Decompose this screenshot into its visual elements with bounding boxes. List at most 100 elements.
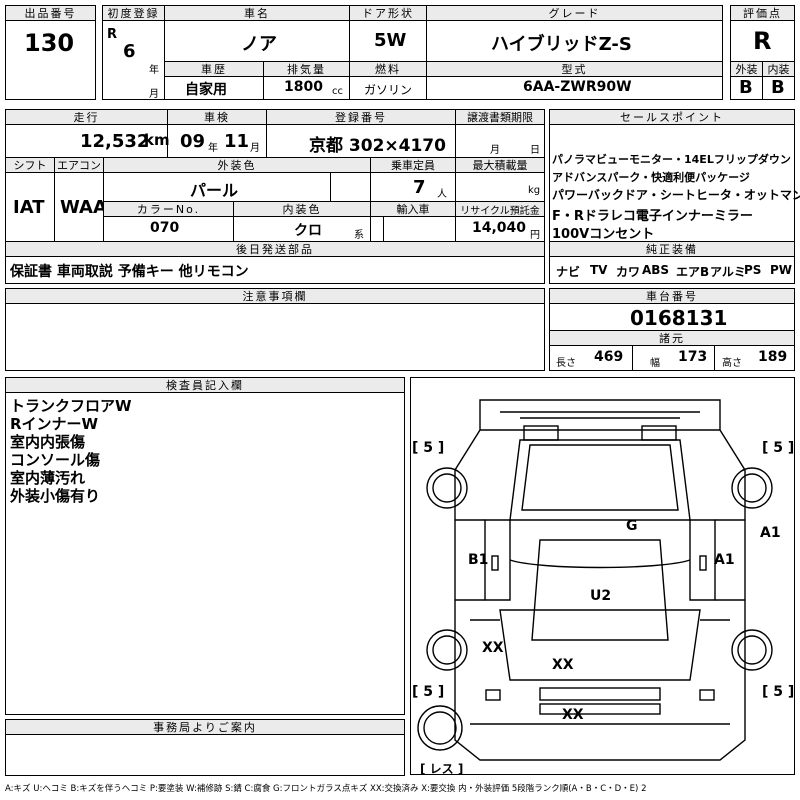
equip-tv: TV bbox=[590, 263, 608, 277]
capacity-header: 乗車定員 bbox=[370, 157, 456, 173]
tire-rear-right: [ 5 ] bbox=[762, 684, 795, 700]
sales-points-cell: パノラマビューモニター・14ELフリップダウン アドバンスパーク・快適利便パッケ… bbox=[549, 124, 800, 242]
sales-line: 100Vコンセント bbox=[552, 227, 655, 242]
tire-value: レス bbox=[429, 762, 454, 776]
int-color-cell: クロ 系 bbox=[233, 216, 371, 242]
rating: R bbox=[753, 27, 772, 55]
year-unit: 年 bbox=[149, 65, 159, 76]
ac-cell: WAA bbox=[54, 172, 107, 242]
legend: A:キズ U:ヘコミ B:キズを伴うヘコミ P:要塗装 W:補修跡 S:錆 C:… bbox=[5, 784, 647, 794]
sales-line: アドバンスパーク・快適利便パッケージ bbox=[552, 171, 750, 184]
mileage-unit: km bbox=[144, 131, 170, 149]
inspector-header: 検査員記入欄 bbox=[5, 377, 405, 393]
equip-alloy: アルミ bbox=[710, 265, 746, 279]
load-header: 最大積載量 bbox=[455, 157, 545, 173]
damage-mark: A1 bbox=[760, 525, 781, 541]
inspector-line: コンソール傷 bbox=[10, 451, 101, 469]
exterior-cell: B bbox=[730, 76, 763, 100]
color-no-header: カラーNo. bbox=[103, 201, 234, 217]
import-cell bbox=[370, 216, 456, 242]
capacity-cell: 7 人 bbox=[370, 172, 456, 202]
interior-color: クロ bbox=[294, 223, 322, 239]
displacement-cell: 1800 cc bbox=[263, 76, 350, 100]
damage-mark: XX bbox=[482, 640, 504, 656]
sales-line: パノラマビューモニター・14ELフリップダウン bbox=[552, 153, 791, 166]
notes-cell bbox=[5, 303, 545, 371]
recycle-header: リサイクル預託金 bbox=[455, 201, 545, 217]
door-cell: 5W bbox=[349, 20, 427, 62]
inspection-cell: 09 年 11 月 bbox=[167, 124, 267, 158]
damage-mark: XX bbox=[552, 657, 574, 673]
displacement-header: 排気量 bbox=[263, 61, 350, 77]
fuel-cell: ガソリン bbox=[349, 76, 427, 100]
first-reg-header: 初度登録 bbox=[102, 5, 165, 21]
first-reg-year: 6 bbox=[123, 41, 136, 62]
inspection-header: 車検 bbox=[167, 109, 267, 125]
equip-ps: PS bbox=[744, 263, 762, 277]
rating-header: 評価点 bbox=[730, 5, 795, 21]
history: 自家用 bbox=[185, 82, 227, 98]
later-parts: 保証書 車両取説 予備キー 他リモコン bbox=[10, 264, 249, 280]
int-color-header: 内装色 bbox=[233, 201, 371, 217]
load-unit: kg bbox=[528, 185, 541, 196]
int-color-unit: 系 bbox=[354, 230, 364, 241]
sales-line: F・Rドラレコ電子インナーミラー bbox=[552, 209, 753, 224]
sales-line: パワーバックドア・シートヒータ・オットマン bbox=[552, 188, 800, 202]
interior-cell: B bbox=[762, 76, 795, 100]
spare-tire: [ レス ] bbox=[420, 762, 464, 776]
equip-leather: カワ bbox=[616, 265, 641, 279]
notes-header: 注意事項欄 bbox=[5, 288, 545, 304]
inspection-year: 09 bbox=[180, 131, 206, 152]
color-number: 070 bbox=[150, 220, 180, 236]
reg-no-cell: 京都 302×4170 bbox=[266, 124, 456, 158]
reg-no-header: 登録番号 bbox=[266, 109, 456, 125]
equip-nav: ナビ bbox=[556, 265, 581, 279]
exterior-color: パール bbox=[190, 181, 239, 200]
height: 189 bbox=[758, 349, 788, 365]
inspection-month: 11 bbox=[224, 131, 250, 152]
first-reg-cell: R 6 年 月 bbox=[102, 20, 165, 100]
month-unit: 月 bbox=[149, 89, 159, 100]
import-header: 輸入車 bbox=[370, 201, 456, 217]
air-conditioner: WAA bbox=[60, 197, 107, 218]
tire-value: 5 bbox=[423, 440, 434, 456]
load-cell: kg bbox=[455, 172, 545, 202]
lot-number-cell: 130 bbox=[5, 20, 96, 100]
sales-points-header: セールスポイント bbox=[549, 109, 795, 125]
grade-header: グレード bbox=[426, 5, 723, 21]
displacement: 1800 bbox=[284, 79, 323, 95]
color-no-cell: 070 bbox=[103, 216, 234, 242]
inspector-line: 外装小傷有り bbox=[10, 487, 101, 505]
damage-mark: G bbox=[626, 518, 638, 534]
lot-number: 130 bbox=[24, 29, 75, 57]
inspector-line: RインナーW bbox=[10, 415, 99, 433]
inspector-cell: トランクフロアW RインナーW 室内内張傷 コンソール傷 室内薄汚れ 外装小傷有… bbox=[5, 392, 405, 715]
shift-header: シフト bbox=[5, 157, 55, 173]
tire-front-right: [ 5 ] bbox=[762, 440, 795, 456]
height-label: 高さ bbox=[722, 358, 742, 369]
tire-value: 5 bbox=[423, 684, 434, 700]
tire-front-left: [ 5 ] bbox=[412, 440, 445, 456]
grade: ハイブリッドZ-S bbox=[491, 34, 632, 55]
width-label: 幅 bbox=[650, 358, 660, 369]
damage-mark: A1 bbox=[714, 552, 735, 568]
ac-header: エアコン bbox=[54, 157, 104, 173]
recycle-unit: 円 bbox=[530, 230, 540, 241]
transfer-month-unit: 月 bbox=[490, 145, 500, 156]
recycle-fee: 14,040 bbox=[472, 220, 527, 236]
later-parts-cell: 保証書 車両取説 予備キー 他リモコン bbox=[5, 256, 545, 284]
history-header: 車歴 bbox=[164, 61, 264, 77]
width: 173 bbox=[678, 349, 708, 365]
exterior-grade: B bbox=[739, 77, 753, 98]
door-header: ドア形状 bbox=[349, 5, 427, 21]
history-cell: 自家用 bbox=[164, 76, 264, 100]
spec-cell: 長さ 469 幅 173 高さ 189 bbox=[549, 345, 795, 371]
fuel-header: 燃料 bbox=[349, 61, 427, 77]
length-label: 長さ bbox=[556, 358, 576, 369]
chassis-cell: 0168131 bbox=[549, 303, 795, 331]
tire-value: 5 bbox=[773, 440, 784, 456]
transfer-header: 譲渡書類期限 bbox=[455, 109, 545, 125]
inspector-line: 室内内張傷 bbox=[10, 433, 86, 451]
insp-year-unit: 年 bbox=[208, 143, 218, 154]
transfer-cell: 月 日 bbox=[455, 124, 545, 158]
